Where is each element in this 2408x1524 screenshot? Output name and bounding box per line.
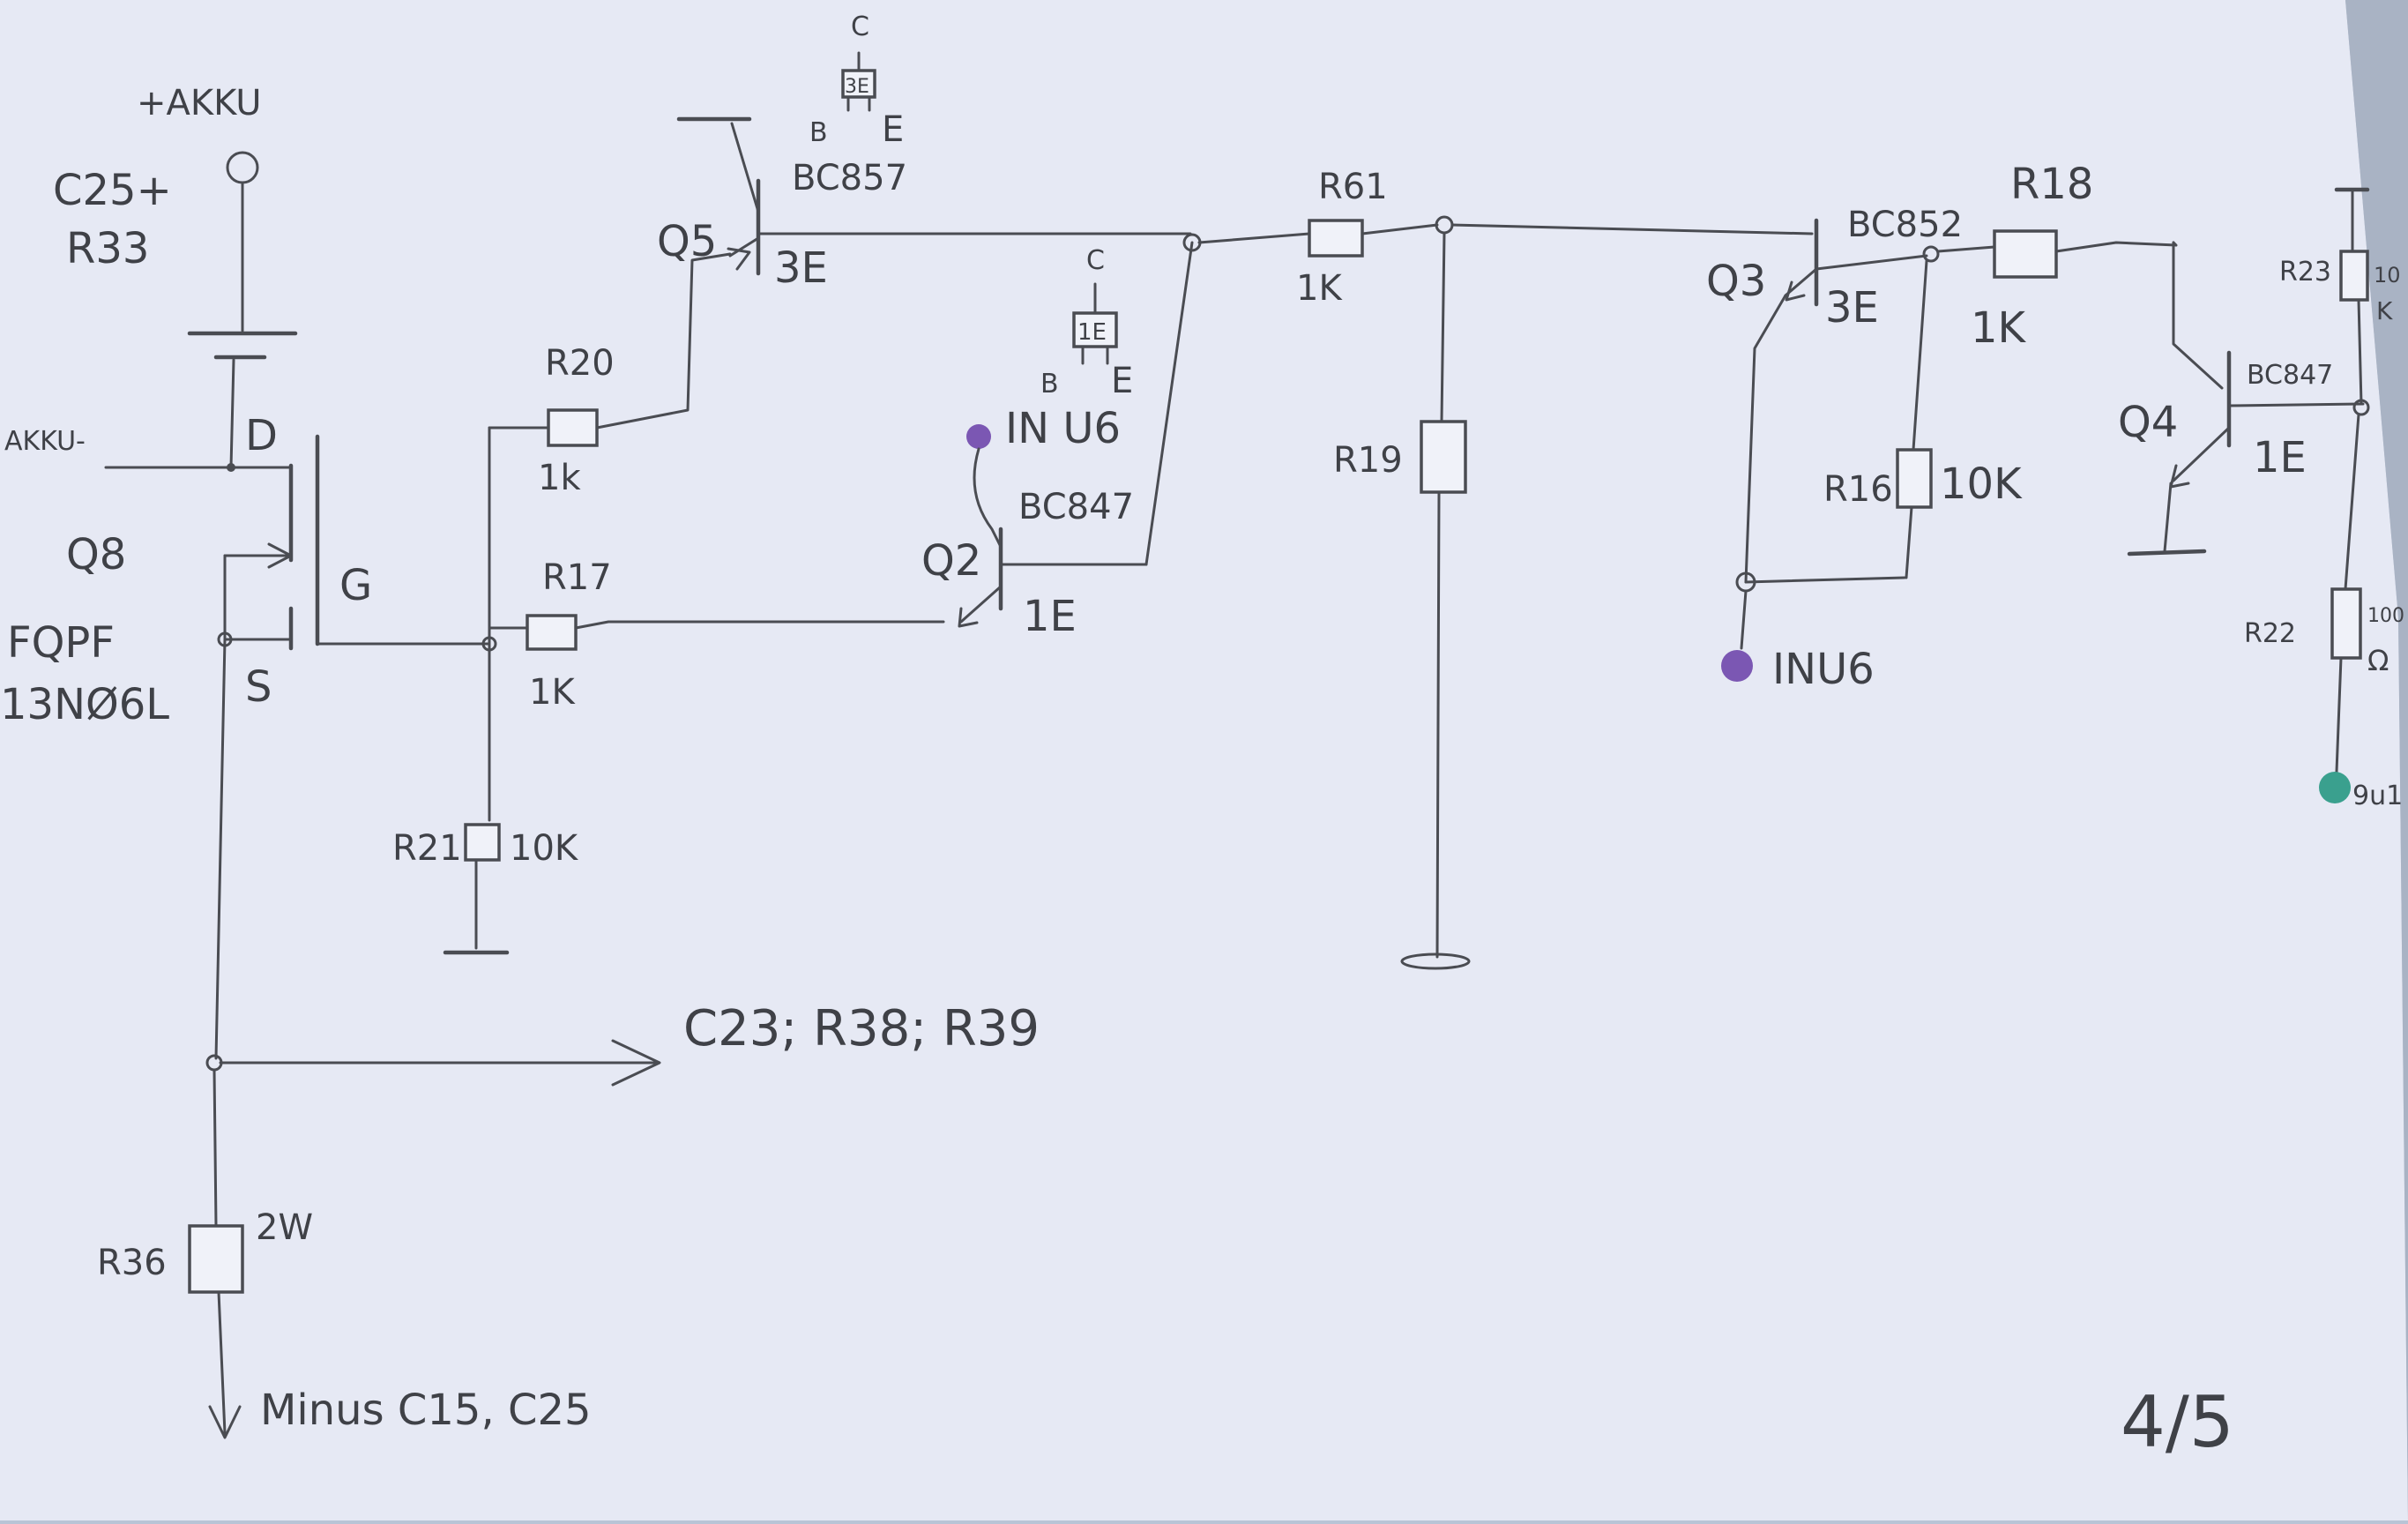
label-q3-code: 3E (1825, 283, 1879, 332)
label-q8-type-2: 13NØ6L (0, 680, 169, 729)
label-r18: R18 (2010, 160, 2093, 209)
label-r20: R20 (545, 343, 615, 384)
label-q5-pkg-b: B (809, 117, 828, 148)
r19-ground (1400, 952, 1471, 970)
label-r33: R33 (66, 224, 149, 273)
label-akku-minus: AKKU- (4, 426, 86, 457)
minus-arrow (208, 1405, 242, 1439)
transistor-q2 (958, 233, 1202, 628)
label-q5-pkg-e: E (882, 109, 904, 150)
gate-resistor-network (443, 252, 945, 955)
label-q5: Q5 (657, 217, 717, 266)
r17-resistor (526, 614, 578, 651)
label-q4-type: BC847 (2247, 360, 2333, 391)
label-r23-value-1: 10 (2374, 263, 2401, 288)
label-r36: R36 (97, 1243, 167, 1283)
label-q2: Q2 (921, 536, 981, 586)
label-q2-pkg-code: 1E (1077, 319, 1107, 346)
transistor-q3 (1721, 218, 2178, 682)
label-q3-type: BC852 (1847, 205, 1963, 245)
label-r21: R21 (392, 828, 462, 869)
label-akku-plus: +AKKU (137, 83, 262, 123)
label-q4: Q4 (2118, 398, 2178, 447)
label-q5-pkg-code: 3E (845, 76, 869, 98)
label-q2-type: BC847 (1018, 487, 1134, 527)
junction-node-4 (2352, 399, 2370, 416)
label-output-pad: 9u1 (2352, 781, 2403, 811)
r36-resistor (188, 1224, 244, 1294)
branch-arrow (611, 1039, 661, 1087)
label-branch-note: C23; R38; R39 (683, 1000, 1040, 1057)
label-in-u6-right: INU6 (1772, 645, 1875, 694)
label-q4-code: 1E (2253, 433, 2307, 482)
label-minus-note: Minus C15, C25 (260, 1386, 592, 1435)
transistor-q4 (2127, 187, 2370, 803)
q2-package-sketch (1072, 282, 1118, 365)
label-r23: R23 (2279, 257, 2331, 288)
label-r19: R19 (1333, 440, 1403, 481)
r21-resistor (464, 823, 501, 862)
q5-package-sketch (841, 51, 876, 112)
label-r17: R17 (542, 557, 612, 598)
label-c25-plus: C25+ (53, 166, 172, 215)
label-gate: G (339, 561, 372, 610)
in-u6-pad-right (1721, 650, 1753, 682)
label-r17-value: 1K (529, 672, 576, 713)
label-r61-value: 1K (1296, 268, 1343, 309)
junction-node-3 (1922, 245, 1940, 263)
in-u6-pad-left (966, 424, 991, 449)
label-r23-value-2: K (2376, 296, 2393, 325)
page-number: 4/5 (2121, 1381, 2234, 1463)
label-r22-value-2: Ω (2367, 644, 2389, 677)
label-r36-value: 2W (256, 1207, 313, 1248)
paper-edge-shadow (2345, 0, 2408, 1520)
r16-resistor (1896, 448, 1933, 509)
label-r22: R22 (2244, 618, 2296, 649)
label-r22-value-1: 100 (2367, 605, 2404, 627)
r23-resistor (2339, 250, 2369, 302)
label-q3: Q3 (1706, 257, 1766, 306)
label-q5-code: 3E (774, 243, 828, 293)
label-q2-code: 1E (1023, 592, 1077, 641)
label-q8-type-1: FQPF (7, 618, 115, 668)
label-q5-type: BC857 (792, 158, 907, 198)
label-q2-pkg-c: C (1086, 245, 1105, 276)
r19-resistor (1420, 420, 1467, 494)
battery-terminal-group (187, 151, 298, 469)
transistor-q5 (676, 116, 1192, 276)
label-r16: R16 (1823, 469, 1893, 510)
label-in-u6-left: IN U6 (1005, 404, 1121, 453)
output-pad-teal (2319, 772, 2351, 803)
label-r18-value: 1K (1971, 303, 2027, 353)
lower-branch (188, 1039, 661, 1439)
label-r16-value: 10K (1940, 459, 2023, 509)
label-q8: Q8 (66, 530, 126, 579)
label-q2-pkg-e: E (1111, 361, 1133, 401)
q4-ground (2127, 549, 2207, 557)
source-wire (214, 638, 227, 1060)
r22-resistor (2330, 587, 2362, 660)
label-q2-pkg-b: B (1040, 369, 1059, 400)
r61-r19-branch (1197, 215, 1814, 970)
label-r20-value: 1k (538, 458, 581, 498)
label-q5-pkg-c: C (851, 11, 869, 42)
label-r61: R61 (1318, 167, 1388, 207)
r18-resistor (1993, 229, 2058, 279)
label-source: S (245, 662, 272, 712)
r20-resistor (547, 408, 599, 447)
label-drain: D (245, 411, 278, 460)
label-r21-value: 10K (510, 828, 579, 869)
mosfet-q8 (104, 434, 491, 1060)
r61-resistor (1308, 219, 1364, 258)
